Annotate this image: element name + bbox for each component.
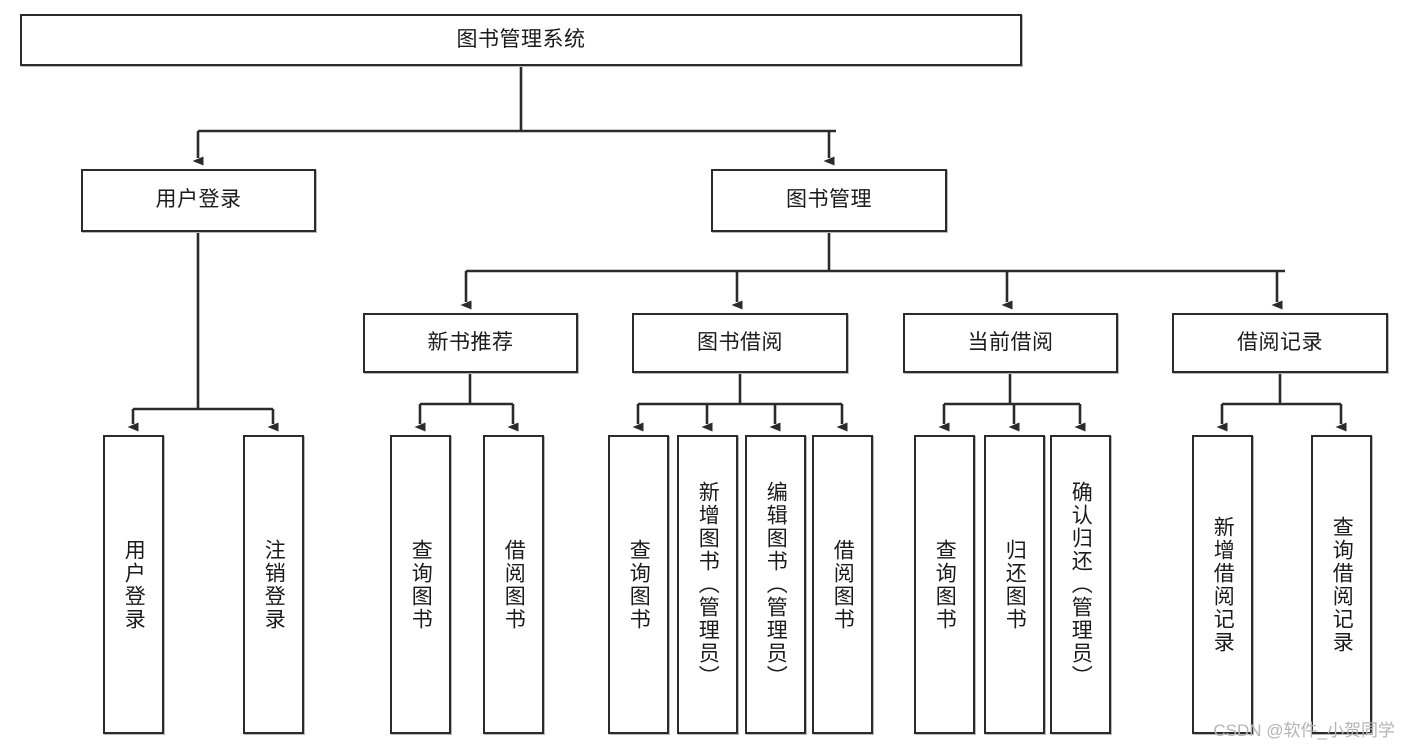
node-label: 编辑图书（管理员） bbox=[764, 481, 788, 688]
node-root-book-management-system[interactable]: 图书管理系统 bbox=[20, 14, 1022, 66]
node-leaf-query-book-3[interactable]: 查询图书 bbox=[914, 435, 975, 734]
node-label: 新增图书（管理员） bbox=[696, 481, 720, 688]
node-label: 用户登录 bbox=[122, 538, 146, 631]
node-label: 借阅图书 bbox=[831, 538, 855, 631]
node-book-borrow[interactable]: 图书借阅 bbox=[632, 313, 848, 373]
node-leaf-confirm-return-admin[interactable]: 确认归还（管理员） bbox=[1050, 435, 1111, 734]
node-leaf-query-book-1[interactable]: 查询图书 bbox=[390, 435, 451, 734]
node-leaf-edit-book-admin[interactable]: 编辑图书（管理员） bbox=[745, 435, 806, 734]
node-label: 注销登录 bbox=[262, 538, 286, 631]
node-label: 查询借阅记录 bbox=[1330, 515, 1354, 654]
node-label: 借阅图书 bbox=[502, 538, 526, 631]
node-label: 查询图书 bbox=[409, 538, 433, 631]
node-label: 归还图书 bbox=[1003, 538, 1027, 631]
node-leaf-return-book[interactable]: 归还图书 bbox=[984, 435, 1045, 734]
watermark-text: CSDN @软件_小贺同学 bbox=[1213, 721, 1395, 740]
node-label: 当前借阅 bbox=[967, 330, 1054, 354]
node-leaf-borrow-book-1[interactable]: 借阅图书 bbox=[483, 435, 544, 734]
node-label: 用户登录 bbox=[155, 188, 242, 212]
node-label: 确认归还（管理员） bbox=[1069, 481, 1093, 688]
node-leaf-add-book-admin[interactable]: 新增图书（管理员） bbox=[677, 435, 738, 734]
node-label: 查询图书 bbox=[627, 538, 651, 631]
node-leaf-borrow-book-2[interactable]: 借阅图书 bbox=[812, 435, 873, 734]
node-book-manage[interactable]: 图书管理 bbox=[711, 169, 947, 232]
node-label: 新增借阅记录 bbox=[1211, 515, 1235, 654]
node-leaf-query-borrow-record[interactable]: 查询借阅记录 bbox=[1311, 435, 1372, 734]
node-label: 图书管理系统 bbox=[456, 27, 586, 51]
node-new-book-recommend[interactable]: 新书推荐 bbox=[363, 313, 578, 373]
node-leaf-user-login[interactable]: 用户登录 bbox=[103, 435, 164, 734]
node-label: 新书推荐 bbox=[427, 330, 514, 354]
node-leaf-logout[interactable]: 注销登录 bbox=[243, 435, 304, 734]
node-current-borrow[interactable]: 当前借阅 bbox=[903, 313, 1118, 373]
node-leaf-add-borrow-record[interactable]: 新增借阅记录 bbox=[1192, 435, 1253, 734]
node-label: 图书借阅 bbox=[697, 330, 783, 354]
node-user-login[interactable]: 用户登录 bbox=[81, 169, 316, 232]
node-leaf-query-book-2[interactable]: 查询图书 bbox=[608, 435, 669, 734]
node-borrow-record[interactable]: 借阅记录 bbox=[1172, 313, 1388, 373]
node-label: 借阅记录 bbox=[1237, 330, 1323, 354]
node-label: 查询图书 bbox=[933, 538, 957, 631]
node-label: 图书管理 bbox=[786, 188, 872, 212]
